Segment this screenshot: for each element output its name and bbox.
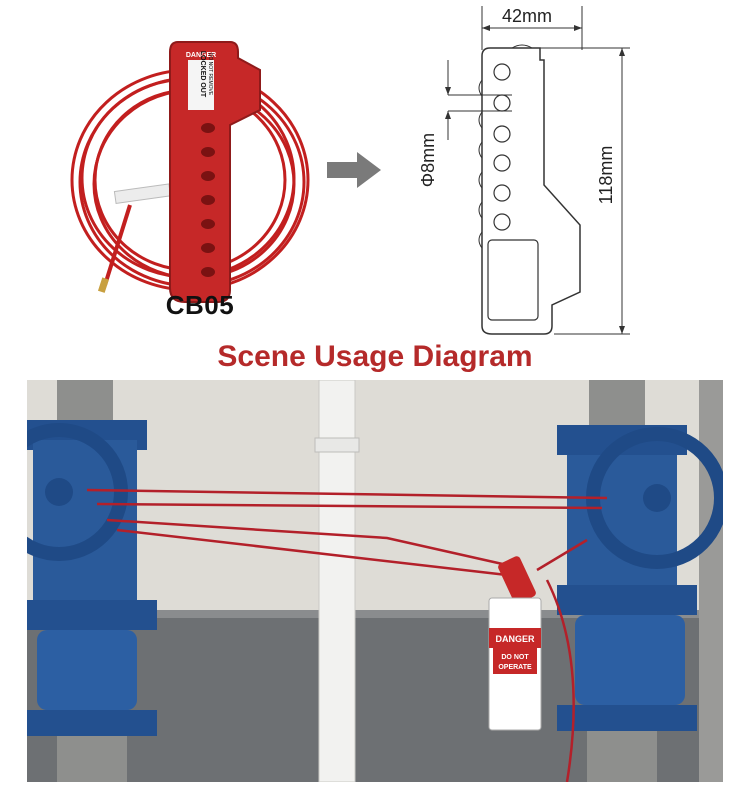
height-dimension: 118mm xyxy=(596,146,616,205)
scene-title: Scene Usage Diagram xyxy=(217,340,533,373)
lock-outline xyxy=(481,47,581,335)
cable-lock-body xyxy=(169,41,261,303)
tag-operate-label: OPERATE xyxy=(498,664,532,671)
tag-do-not-label: DO NOT xyxy=(501,654,529,661)
width-dimension: 42mm xyxy=(502,6,552,26)
lock-locked-label: LOCKED OUT xyxy=(199,51,206,98)
right-arrow-icon xyxy=(327,152,381,188)
lock-remove-label: DO NOT REMOVE xyxy=(207,53,213,96)
left-valve xyxy=(27,380,157,782)
scene-photo: DANGER DO NOT OPERATE xyxy=(27,380,723,782)
lock-danger-label: DANGER xyxy=(186,52,216,59)
lock-holes xyxy=(201,123,215,277)
drawing-holes xyxy=(493,63,511,231)
model-label: CB05 xyxy=(165,290,235,320)
lockout-cables xyxy=(86,488,608,782)
right-valve xyxy=(557,380,723,782)
hole-diameter-dimension: Φ8mm xyxy=(418,133,438,187)
scene-cable-lock xyxy=(498,556,536,604)
technical-drawing: 42mm Φ8mm 118mm xyxy=(418,6,630,335)
danger-tag xyxy=(488,597,542,731)
product-image: DANGER LOCKED OUT DO NOT REMOVE xyxy=(70,41,310,303)
tag-danger-label: DANGER xyxy=(495,634,535,644)
